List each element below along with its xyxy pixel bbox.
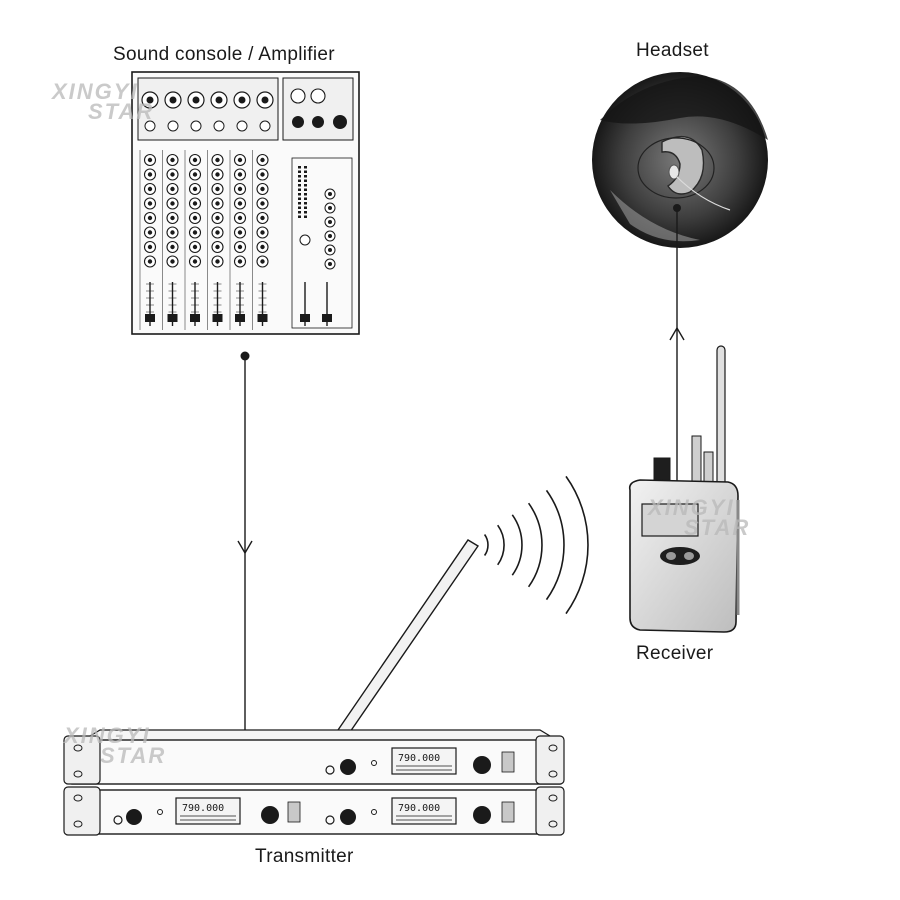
- antenna-icon: [716, 345, 726, 487]
- sound-console-label: Sound console / Amplifier: [113, 44, 335, 65]
- transmitter-unit-top: [63, 729, 565, 785]
- headset-photo: [592, 72, 768, 248]
- transmitter-label: Transmitter: [255, 846, 354, 867]
- display-readout-top: 790.000: [398, 753, 440, 764]
- radio-waves: [483, 475, 589, 615]
- receiver-to-headset-line: [669, 208, 685, 494]
- console-level-meter: [298, 166, 307, 218]
- console-knobs: [139, 150, 336, 330]
- display-readout-bottom-a: 790.000: [182, 803, 224, 814]
- volume-knob-icon: [340, 759, 356, 775]
- ear-icon: [661, 135, 705, 195]
- transmitter-antenna-icon: [336, 539, 479, 733]
- jog-knob-icon: [473, 756, 491, 774]
- transmitter-unit-bottom: [63, 786, 565, 836]
- sound-console: [131, 71, 360, 335]
- receiver-device: [628, 345, 740, 633]
- console-to-transmitter-line: [237, 351, 253, 745]
- console-input-jacks: [141, 88, 347, 132]
- arrow-down-icon: [237, 540, 253, 555]
- receiver-label: Receiver: [636, 643, 714, 664]
- display-readout-bottom-b: 790.000: [398, 803, 440, 814]
- earphone-icon: [668, 164, 680, 180]
- console-faders: [145, 282, 332, 326]
- headset-label: Headset: [636, 40, 709, 61]
- arrow-up-icon: [669, 326, 685, 341]
- transmitter: 790.000 790.000 790.000: [63, 539, 565, 836]
